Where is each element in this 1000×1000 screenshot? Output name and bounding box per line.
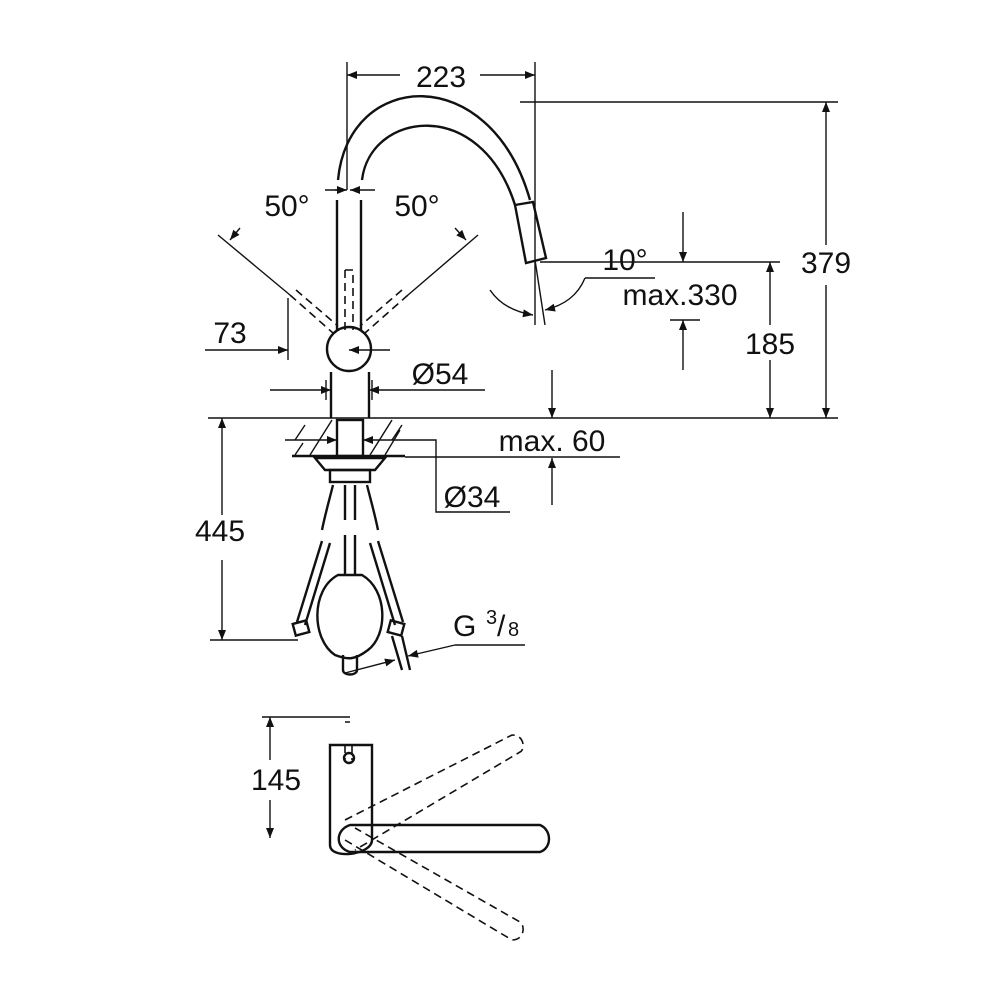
thread-denominator: 8 <box>508 619 519 641</box>
dim-445: 445 <box>195 515 245 548</box>
dim-54-diameter: Ø54 <box>412 358 469 391</box>
dim-185: 185 <box>745 328 795 361</box>
weight <box>316 573 384 660</box>
dim-379: 379 <box>801 247 851 280</box>
dim-10-deg: 10° <box>602 244 647 277</box>
dim-73: 73 <box>213 317 246 350</box>
dim-max-60: max. 60 <box>499 425 606 458</box>
lever-handle <box>325 325 373 373</box>
thread-numerator: 3 <box>486 607 497 629</box>
dim-50-right: 50° <box>394 190 439 223</box>
dim-max-330: max.330 <box>622 279 737 312</box>
spout-outer <box>336 95 532 201</box>
faucet-top-view <box>262 716 551 941</box>
dim-34-diameter: Ø34 <box>444 481 501 514</box>
dimension-lines <box>205 62 838 674</box>
dimension-labels: 223 379 185 max.330 10° 50° 50° 73 Ø54 m… <box>195 61 851 797</box>
thread-slash: / <box>497 610 506 643</box>
thread-g: G <box>453 610 476 643</box>
dim-223: 223 <box>416 61 466 94</box>
deck-mount <box>208 417 838 676</box>
lever-top <box>337 823 551 854</box>
spray-head <box>513 200 548 265</box>
dim-50-left: 50° <box>264 190 309 223</box>
faucet-side-view <box>289 95 548 418</box>
spout-inner <box>360 124 517 206</box>
dim-145: 145 <box>251 764 301 797</box>
